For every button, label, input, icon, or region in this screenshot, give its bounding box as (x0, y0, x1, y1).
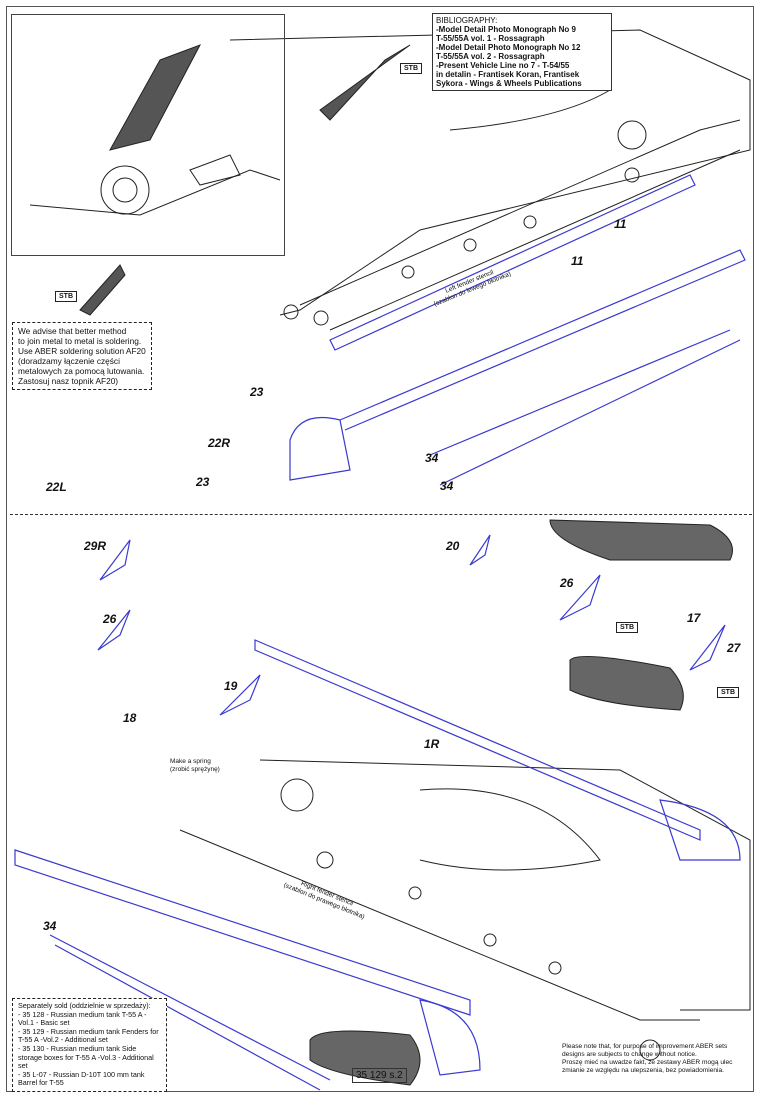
part-label-23: 23 (250, 385, 264, 399)
part-label-19: 19 (224, 679, 238, 693)
part-label-11: 11 (571, 254, 584, 268)
note-line: (zrobić sprężynę) (170, 766, 220, 773)
section-divider (10, 514, 752, 515)
bibliography-line: T-55/55A vol. 1 - Rossagraph (436, 34, 545, 43)
note-line: Use ABER soldering solution AF20 (18, 346, 146, 356)
part-label-1r: 1R (424, 737, 440, 751)
bibliography-box: BIBLIOGRAPHY: -Model Detail Photo Monogr… (432, 13, 612, 91)
left-fender-parts (289, 174, 746, 486)
note-line: zmianie ze względu na ulepszenia, bez po… (562, 1067, 725, 1074)
part-label-17: 17 (687, 611, 701, 625)
note-line: metalowych za pomocą lutowania. (18, 366, 145, 376)
bibliography-line: Sykora - Wings & Wheels Publications (436, 79, 582, 88)
part-label-26: 26 (103, 612, 117, 626)
part-label-34: 34 (425, 451, 439, 465)
part-label-27: 27 (727, 641, 741, 655)
note-line: - 35 130 - Russian medium tank Side stor… (18, 1043, 154, 1071)
part-label-34: 34 (440, 479, 454, 493)
stb-label: STB (400, 63, 422, 74)
stb-label: STB (616, 622, 638, 633)
part-label-29r: 29R (84, 539, 107, 553)
note-line: Make a spring (170, 758, 211, 765)
part-label-22r: 22R (208, 436, 231, 450)
part-label-23: 23 (196, 475, 210, 489)
note-line: - 35 128 - Russian medium tank T-55 A -V… (18, 1009, 147, 1028)
right-fender-parts (14, 534, 741, 1091)
part-label-18: 18 (123, 711, 137, 725)
note-line: Please note that, for purpose of improve… (562, 1043, 728, 1050)
note-line: Proszę mieć na uwadze fakt, że zestawy A… (562, 1059, 733, 1066)
note-line: Separately sold (oddzielnie w sprzedaży)… (18, 1001, 151, 1010)
hull-bottom (179, 759, 751, 1061)
bibliography-line: in detalin - Frantisek Koran, Frantisek (436, 70, 580, 79)
inset-hull (29, 154, 281, 216)
part-label-22l: 22L (46, 480, 67, 494)
note-line: We advise that better method (18, 326, 127, 336)
part-label-26: 26 (560, 576, 574, 590)
page-border (6, 6, 754, 1092)
make-spring-note: Make a spring (zrobić sprężynę) (170, 758, 220, 774)
part-label-34: 34 (43, 919, 57, 933)
note-line: to join metal to metal is soldering. (18, 336, 142, 346)
part-label-11: 11 (614, 217, 627, 231)
note-line: (doradzamy łączenie części (18, 356, 120, 366)
bibliography-line: -Model Detail Photo Monograph No 12 (436, 43, 581, 52)
stb-label: STB (717, 687, 739, 698)
soldering-advice-note: We advise that better method to join met… (12, 322, 152, 390)
stb-label: STB (55, 291, 77, 302)
bibliography-title: BIBLIOGRAPHY: (436, 16, 498, 25)
bibliography-line: -Model Detail Photo Monograph No 9 (436, 25, 576, 34)
storage-boxes (309, 519, 733, 1086)
inset-parts (79, 44, 411, 316)
note-line: - 35 L-07 - Russian D-10T 100 mm tank Ba… (18, 1069, 145, 1088)
bibliography-line: -Present Vehicle Line no 7 - T-54/55 (436, 61, 570, 70)
detail-inset-frame (11, 14, 285, 256)
note-line: Zastosuj nasz topnik AF20) (18, 376, 119, 386)
bibliography-line: T-55/55A vol. 2 - Rossagraph (436, 52, 545, 61)
disclaimer-note: Please note that, for purpose of improve… (562, 1043, 752, 1075)
note-line: - 35 129 - Russian medium tank Fenders f… (18, 1026, 159, 1045)
separately-sold-note: Separately sold (oddzielnie w sprzedaży)… (12, 998, 167, 1092)
part-label-20: 20 (446, 539, 460, 553)
note-line: designs are subjects to change without n… (562, 1051, 697, 1058)
page-number: 35 129 s.2 (352, 1068, 407, 1083)
